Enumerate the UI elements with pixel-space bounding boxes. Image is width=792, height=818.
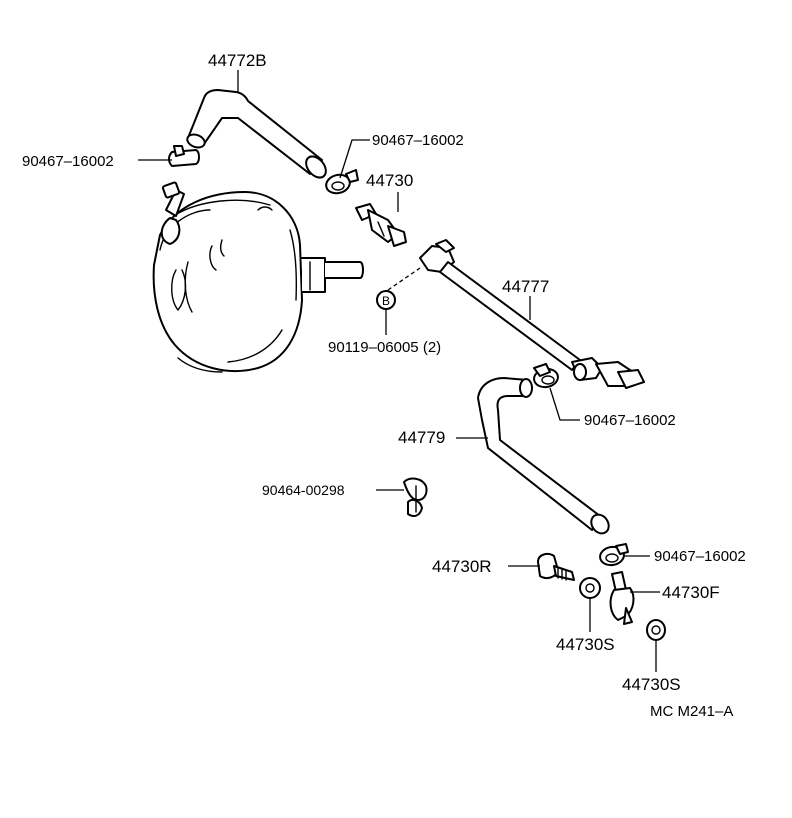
label-clamp-upper-left: 90467–16002 — [22, 153, 114, 170]
label-44772b: 44772B — [208, 51, 267, 70]
label-44730r: 44730R — [432, 557, 492, 576]
label-44730: 44730 — [366, 171, 413, 190]
svg-text:B: B — [382, 294, 390, 308]
label-44730f: 44730F — [662, 583, 720, 602]
hose-44779 — [477, 377, 610, 535]
gasket-44730s-front — [646, 619, 666, 641]
label-clip: 90464-00298 — [262, 482, 345, 498]
label-44730s-rear: 44730S — [556, 635, 615, 654]
pipe-44777 — [419, 239, 645, 389]
bolt-dashed-leader — [387, 267, 421, 291]
label-44777: 44777 — [502, 277, 549, 296]
clamp-lower — [599, 543, 629, 567]
label-clamp-mid: 90467–16002 — [584, 412, 676, 429]
leader-clamp-mid — [549, 387, 580, 421]
hose-44772b — [186, 89, 327, 179]
clamp-upper-right — [325, 169, 359, 195]
label-bolt: 90119–06005 (2) — [328, 339, 441, 356]
label-44730s-front: 44730S — [622, 675, 681, 694]
clip-90464 — [403, 477, 428, 517]
clamp-upper-left — [168, 145, 200, 167]
union-44730f — [609, 571, 635, 625]
label-clamp-upper-right: 90467–16002 — [372, 132, 464, 149]
label-clamp-lower: 90467–16002 — [654, 548, 746, 565]
diagram-code: MC M241–A — [650, 703, 733, 720]
clamp-mid — [533, 363, 559, 389]
bolt-marker: B — [376, 290, 396, 310]
union-44730r — [537, 553, 575, 581]
leader-clamp-upper-right — [339, 139, 370, 179]
check-valve-44730 — [355, 203, 407, 247]
gasket-44730s-rear — [579, 577, 601, 599]
label-44779: 44779 — [398, 428, 445, 447]
brake-booster — [152, 181, 364, 373]
